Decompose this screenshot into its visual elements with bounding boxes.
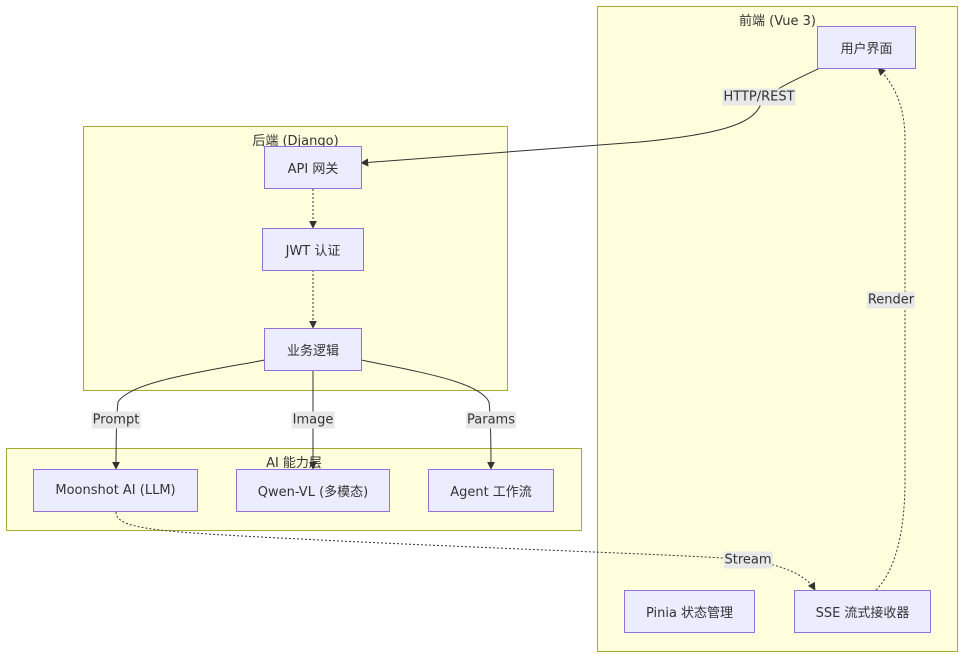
ai-cluster-title: AI 能力层 — [266, 456, 322, 471]
frontend-cluster-title: 前端 (Vue 3) — [739, 14, 816, 29]
edge-label-stream: Stream — [723, 551, 773, 569]
edge-label-http-rest: HTTP/REST — [722, 88, 796, 106]
backend-cluster-title: 后端 (Django) — [252, 134, 339, 149]
edge-label-image: Image — [291, 411, 335, 429]
node-moonshot-ai[interactable]: Moonshot AI (LLM) — [33, 469, 198, 512]
node-user-interface[interactable]: 用户界面 — [817, 26, 916, 69]
node-business-logic[interactable]: 业务逻辑 — [264, 328, 362, 371]
node-api-gateway[interactable]: API 网关 — [264, 146, 362, 189]
node-pinia-store[interactable]: Pinia 状态管理 — [624, 590, 755, 633]
edge-label-render: Render — [866, 291, 916, 309]
node-agent-workflow[interactable]: Agent 工作流 — [428, 469, 554, 512]
edge-label-prompt: Prompt — [91, 411, 141, 429]
edge-label-params: Params — [466, 411, 516, 429]
node-jwt-auth[interactable]: JWT 认证 — [262, 228, 364, 271]
node-qwen-vl[interactable]: Qwen-VL (多模态) — [236, 469, 390, 512]
node-sse-receiver[interactable]: SSE 流式接收器 — [794, 590, 931, 633]
